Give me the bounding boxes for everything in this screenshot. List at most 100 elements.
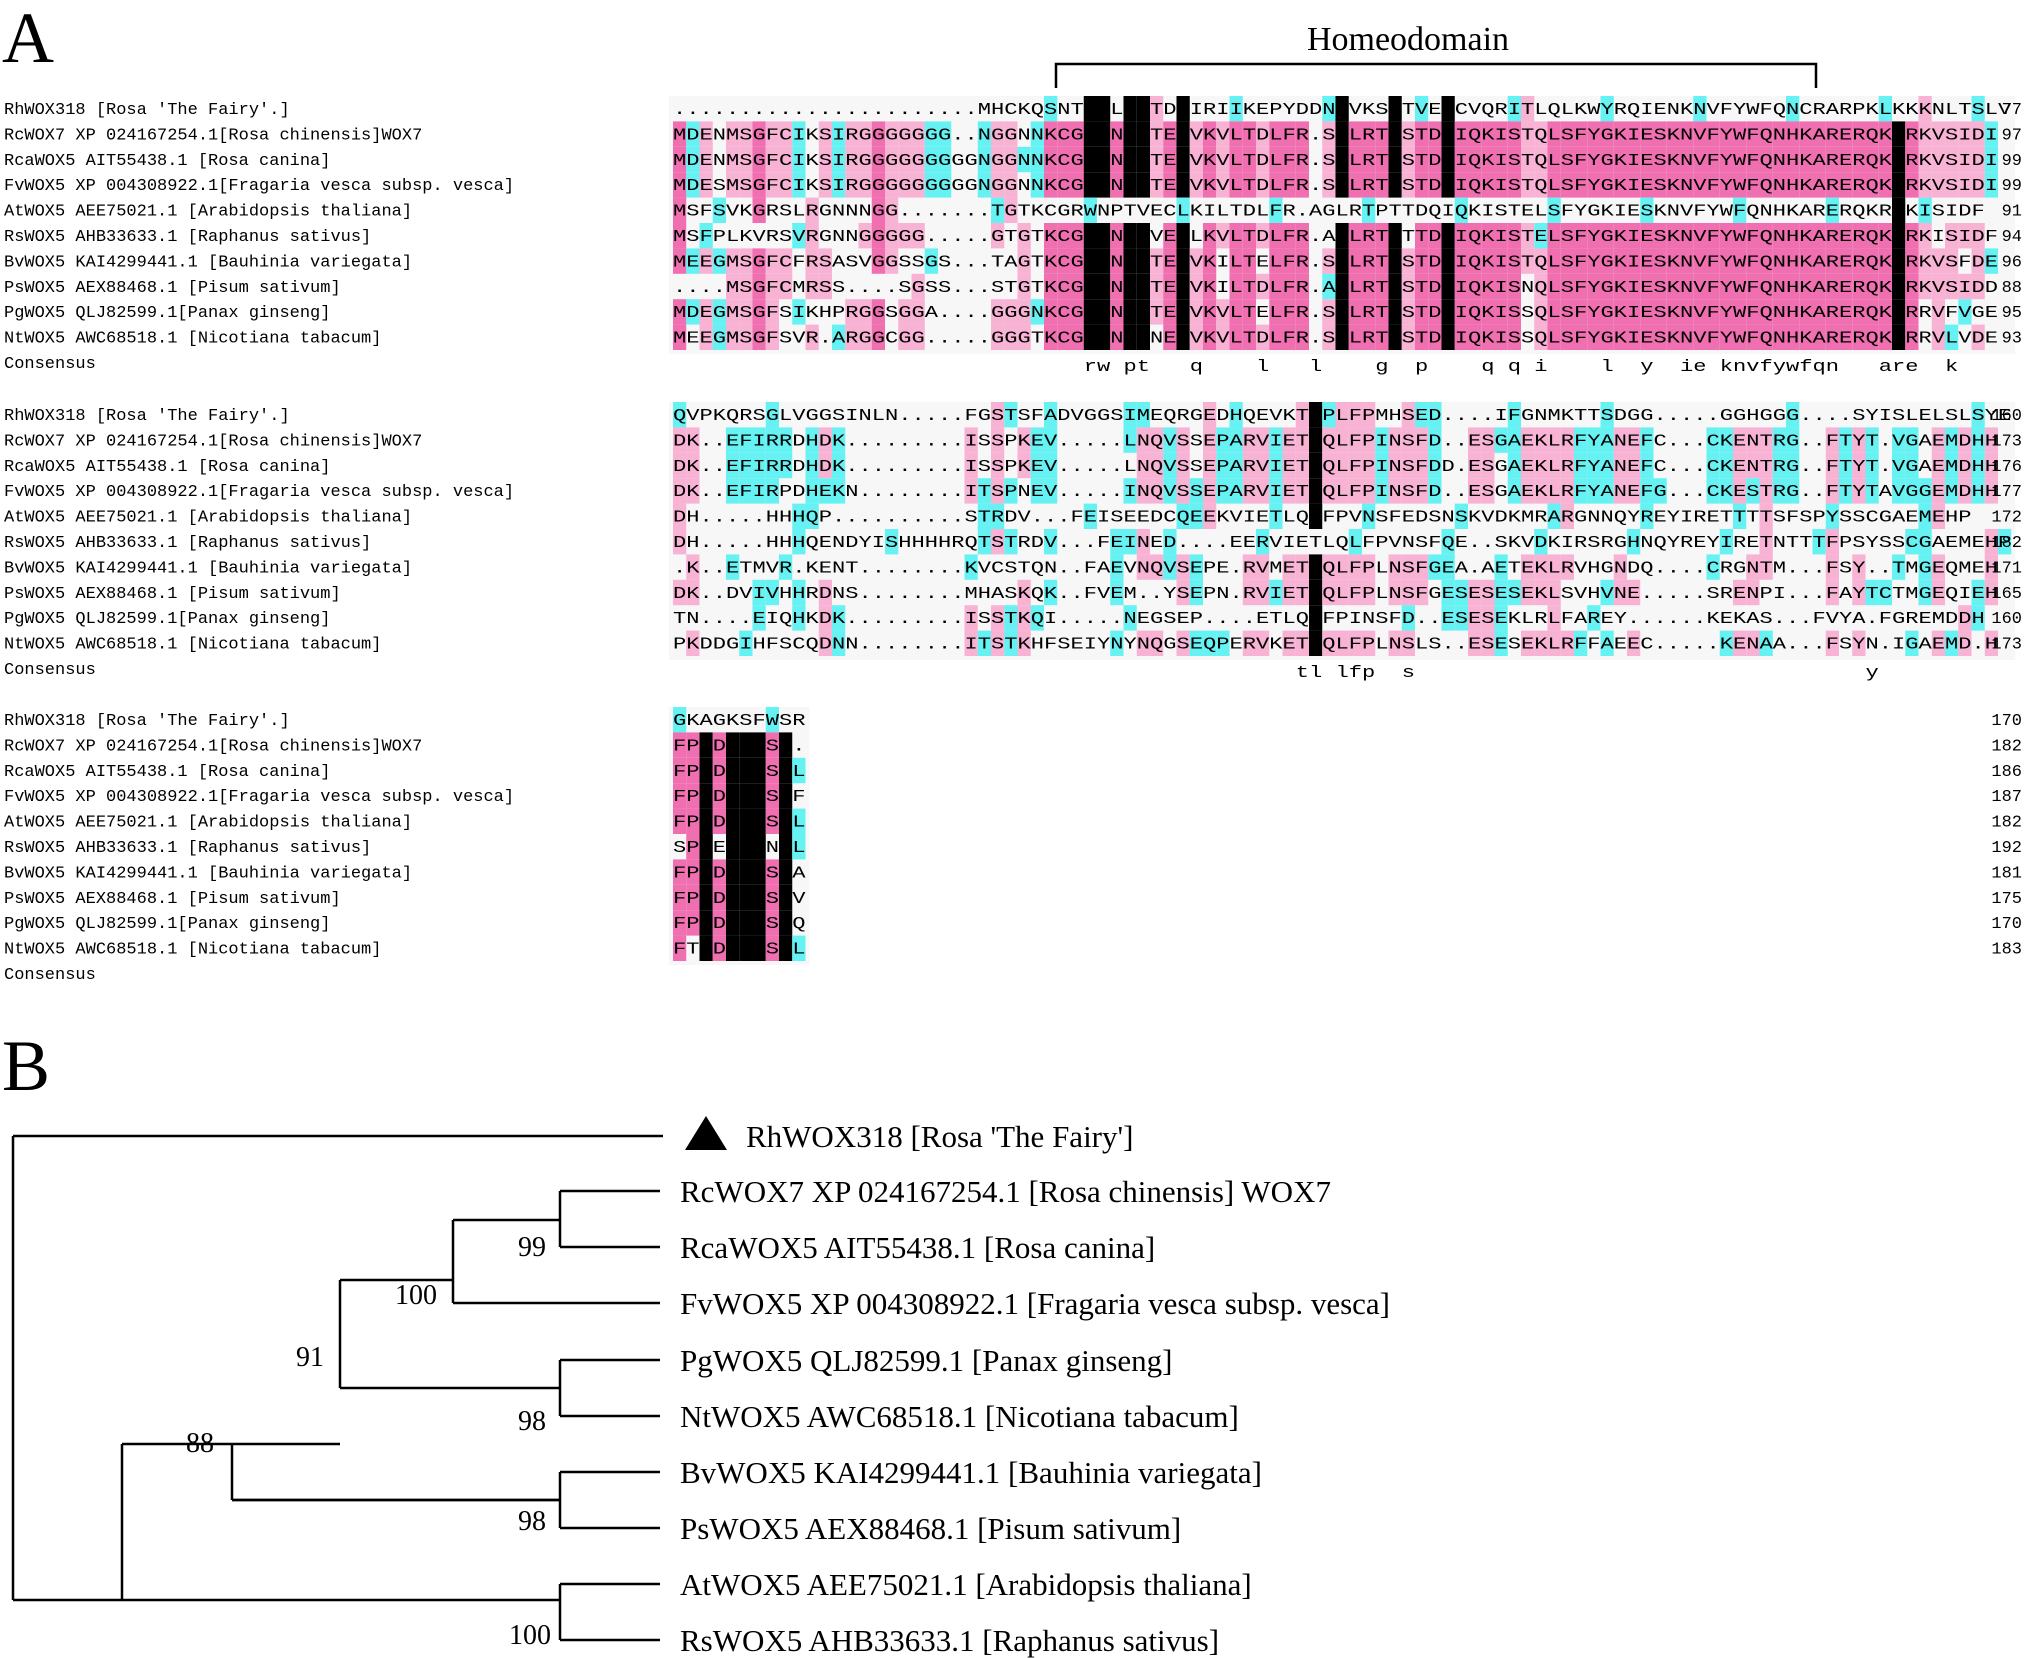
alignment-end-position: 77 [2002,101,2022,120]
alignment-sequence-row: TN....EIQHKDK.........ISSTKQI.....NEGSEP… [673,610,1985,629]
tree-taxon-label: PgWOX5 QLJ82599.1 [Panax ginseng] [680,1343,1173,1378]
tree-taxon-label: RcaWOX5 AIT55438.1 [Rosa canina] [680,1230,1155,1265]
alignment-sequence-row: ....MSGFCMRSS....SGSS...STGTKCGRWNPTTECV… [673,279,1998,298]
alignment-sequence-name: RsWOX5 AHB33633.1 [Raphanus sativus] [4,534,371,553]
alignment-end-position: 182 [1991,814,2022,833]
alignment-sequence-row: DH.....HHHQP..........STRDV...FEISEEDCQE… [673,509,1972,528]
tree-taxon-label: BvWOX5 KAI4299441.1 [Bauhinia variegata] [680,1455,1262,1490]
bootstrap-value: 91 [296,1342,324,1373]
alignment-sequence-name: BvWOX5 KAI4299441.1 [Bauhinia variegata] [4,253,412,272]
tree-taxon-label: RhWOX318 [Rosa 'The Fairy'] [746,1119,1133,1154]
alignment-sequence-name: FvWOX5 XP 004308922.1[Fragaria vesca sub… [4,788,514,807]
alignment-end-position: 170 [1991,712,2022,731]
alignment-sequence-row: QVPKQRSGLVGGSINLN.....FGSTSFADVGGSIMEQRG… [673,407,2011,426]
alignment-end-position: 170 [1991,915,2022,934]
consensus-sequence: rw pt q l l g p q q i l y ie knvfywfqn a… [673,358,2031,377]
consensus-sequence: tl lfp s y [673,664,2011,683]
alignment-sequence-name: NtWOX5 AWC68518.1 [Nicotiana tabacum] [4,636,381,655]
tree-taxon-label: RcWOX7 XP 024167254.1 [Rosa chinensis] W… [680,1174,1331,1209]
tree-taxon-label: RsWOX5 AHB33633.1 [Raphanus sativus] [680,1623,1219,1658]
alignment-sequence-row: FPLDLRLSFV [673,890,807,909]
alignment-end-position: 173 [1991,432,2022,451]
alignment-sequence-row: MEEGMSGFSVR.ARGGCGG.....GGGTKCGRWNPTNECV… [673,330,1998,349]
alignment-end-position: 96 [2002,253,2022,272]
alignment-sequence-name: PgWOX5 QLJ82599.1[Panax ginseng] [4,304,330,323]
alignment-sequence-row: FPLDLRLSFQ [673,915,806,934]
alignment-sequence-row: MSFSVKGRSLRGNNNGG.......TGTKCGRWNPTVECLK… [673,203,1985,222]
bootstrap-value: 88 [186,1428,214,1459]
alignment-sequence-name: AtWOX5 AEE75021.1 [Arabidopsis thaliana] [4,203,412,222]
panel-b-label: B [2,1026,51,1106]
alignment-sequence-row: DK..EFIRRDHDK.........ISSPKEV.....LNQVSS… [673,432,1998,451]
bootstrap-value: 98 [518,1406,546,1437]
sequence-alignment: Homeodomain RhWOX318 [Rosa 'The Fairy'.]… [4,21,2031,985]
alignment-end-position: 99 [2002,177,2022,196]
homeodomain-label: Homeodomain [1307,21,1509,58]
alignment-sequence-name: RcWOX7 XP 024167254.1[Rosa chinensis]WOX… [4,432,422,451]
alignment-sequence-row: MDENMSGFCIKSIRGGGGGGG..NGGNNKCGRWNPTTECV… [673,126,1998,145]
alignment-sequence-row: MDESMSGFCIKSIRGGGGGGGGGNGGNNKCGRWNPTTECV… [673,177,1998,196]
consensus-label: Consensus [4,661,96,680]
alignment-sequence-row: PKDDGIHFSCQDNN........ITSTKHFSEIYNYNQGSE… [673,636,1998,655]
bootstrap-value: 99 [518,1232,546,1263]
alignment-sequence-row: DK..EFIRRDHDK.........ISSPKEV.....LNQVSS… [673,458,1998,477]
alignment-sequence-name: AtWOX5 AEE75021.1 [Arabidopsis thaliana] [4,509,412,528]
alignment-sequence-name: RcaWOX5 AIT55438.1 [Rosa canina] [4,152,330,171]
alignment-sequence-name: NtWOX5 AWC68518.1 [Nicotiana tabacum] [4,941,381,960]
alignment-sequence-name: RhWOX318 [Rosa 'The Fairy'.] [4,407,290,426]
alignment-sequence-row: FTLDLRLSFL [673,941,806,960]
alignment-sequence-name: RcaWOX5 AIT55438.1 [Rosa canina] [4,763,330,782]
panel-a-label: A [2,0,54,78]
tree-taxon-label: AtWOX5 AEE75021.1 [Arabidopsis thaliana] [680,1567,1252,1602]
alignment-sequence-name: NtWOX5 AWC68518.1 [Nicotiana tabacum] [4,330,381,349]
alignment-sequence-name: PsWOX5 AEX88468.1 [Pisum sativum] [4,585,341,604]
bootstrap-value: 100 [395,1280,437,1311]
phylogenetic-tree: RhWOX318 [Rosa 'The Fairy'] RcWOX7 XP 024… [11,1116,1390,1658]
alignment-end-position: 182 [1991,737,2022,756]
alignment-sequence-row: GKAGKSFWSR [673,712,806,731]
alignment-sequence-name: BvWOX5 KAI4299441.1 [Bauhinia variegata] [4,864,412,883]
alignment-sequence-row: MEEGMSGFCFRSASVGGSSGS...TAGTKCGRWNPTTECV… [673,253,1998,272]
alignment-sequence-row: MDEGMSGFSIKHPRGGSGGA....GGGNKCGRWNPTTECV… [673,304,1998,323]
alignment-end-position: 160 [1991,407,2022,426]
alignment-end-position: 93 [2002,330,2022,349]
alignment-sequence-name: PgWOX5 QLJ82599.1[Panax ginseng] [4,915,330,934]
alignment-sequence-name: RcaWOX5 AIT55438.1 [Rosa canina] [4,458,330,477]
alignment-sequence-row: MSFPLKVRSVRGNNGGGGG.....GTGTKCGRWNPTVECL… [673,228,1998,247]
tree-taxon-label: FvWOX5 XP 004308922.1 [Fragaria vesca su… [680,1286,1390,1321]
alignment-sequence-name: RsWOX5 AHB33633.1 [Raphanus sativus] [4,839,371,858]
alignment-end-position: 165 [1991,585,2022,604]
alignment-sequence-row: FPLDLRLSFA [673,864,807,883]
alignment-sequence-name: RcWOX7 XP 024167254.1[Rosa chinensis]WOX… [4,126,422,145]
alignment-sequence-row: DK..DVIVHHRDNS........MHASKQK..FVEM..YSE… [673,585,1998,604]
alignment-end-position: 171 [1991,559,2022,578]
alignment-sequence-name: BvWOX5 KAI4299441.1 [Bauhinia variegata] [4,559,412,578]
alignment-sequence-row: FPLDLRLSFL [673,814,806,833]
alignment-sequence-name: RcWOX7 XP 024167254.1[Rosa chinensis]WOX… [4,737,422,756]
alignment-end-position: 181 [1991,864,2022,883]
alignment-sequence-row: FPLDLRLSFL [673,763,806,782]
alignment-end-position: 173 [1991,636,2022,655]
alignment-sequence-name: RhWOX318 [Rosa 'The Fairy'.] [4,712,290,731]
alignment-end-position: 160 [1991,610,2022,629]
alignment-end-position: 99 [2002,152,2022,171]
alignment-end-position: 97 [2002,126,2022,145]
alignment-sequence-name: RsWOX5 AHB33633.1 [Raphanus sativus] [4,228,371,247]
alignment-end-position: 172 [1991,509,2022,528]
alignment-end-position: 183 [1991,941,2022,960]
homeodomain-bracket [1054,62,1818,88]
alignment-sequence-name: FvWOX5 XP 004308922.1[Fragaria vesca sub… [4,177,514,196]
alignment-end-position: 177 [1991,483,2022,502]
bootstrap-value: 100 [509,1620,551,1651]
alignment-sequence-name: PsWOX5 AEX88468.1 [Pisum sativum] [4,279,341,298]
tree-taxon-label: NtWOX5 AWC68518.1 [Nicotiana tabacum] [680,1399,1239,1434]
bootstrap-value: 98 [518,1506,546,1537]
alignment-end-position: 182 [1991,534,2022,553]
alignment-end-position: 176 [1991,458,2022,477]
alignment-sequence-row: DK..EFIRPDHEKN........ITSPNEV.....INQVSS… [673,483,1998,502]
alignment-sequence-name: PsWOX5 AEX88468.1 [Pisum sativum] [4,890,341,909]
alignment-end-position: 192 [1991,839,2022,858]
consensus-label: Consensus [4,966,96,985]
alignment-sequence-name: FvWOX5 XP 004308922.1[Fragaria vesca sub… [4,483,514,502]
alignment-sequence-row: FPLDLRLSF. [673,737,806,756]
